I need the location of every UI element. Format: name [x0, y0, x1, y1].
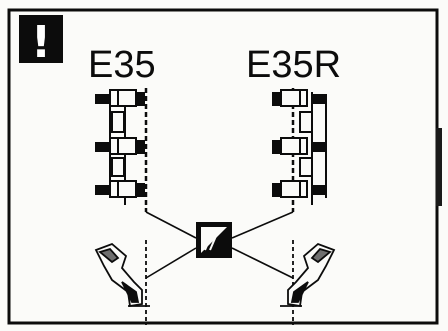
model-label-right: E35R — [246, 44, 342, 86]
frame-edge-mark — [436, 128, 442, 206]
warning-symbol: ! — [31, 17, 51, 68]
left-clamp-assembly — [95, 88, 148, 212]
diagram-frame — [7, 8, 439, 325]
left-bracket-part — [94, 240, 150, 325]
right-clamp-assembly — [272, 88, 327, 212]
model-label-left: E35 — [88, 44, 156, 86]
tool-badge-icon — [196, 222, 232, 258]
warning-icon: ! — [19, 15, 63, 68]
connector-lines — [145, 211, 294, 279]
right-bracket-part — [280, 240, 336, 325]
